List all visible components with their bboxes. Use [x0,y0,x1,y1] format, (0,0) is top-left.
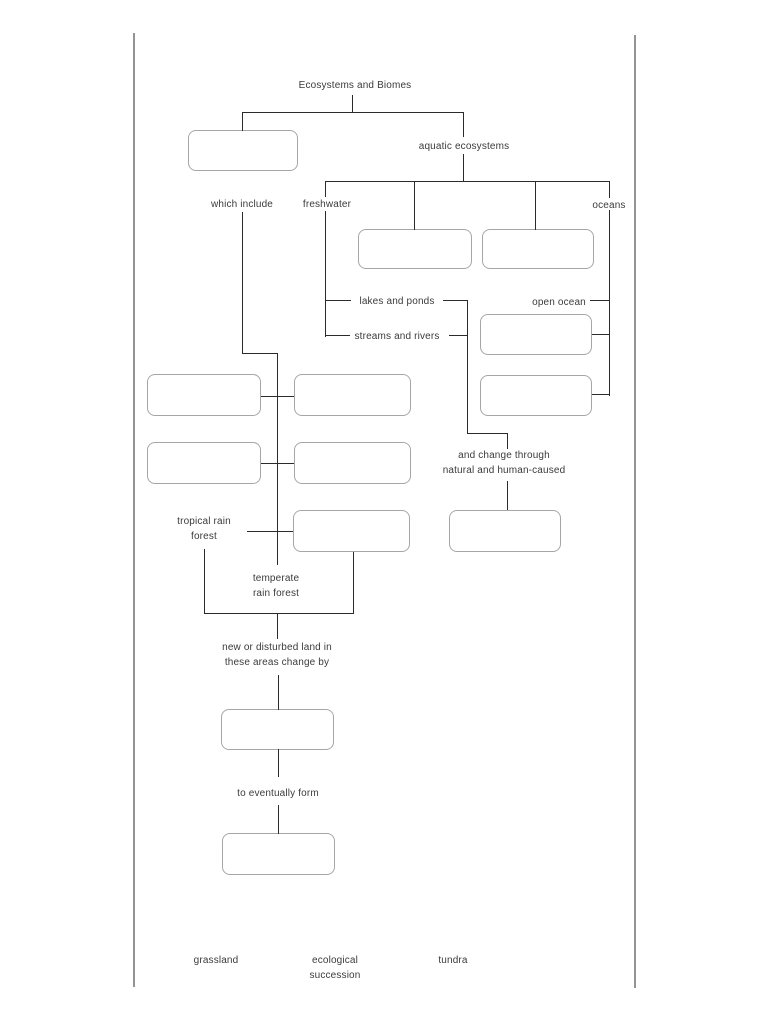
answer-box-1[interactable] [188,130,298,171]
node-tropical-rain-forest-line1: tropical rain [177,516,231,527]
edge-aquatic-branch [325,181,610,183]
node-streams-and-rivers: streams and rivers [354,331,440,342]
node-and-change-through: and change through natural and human-cau… [443,448,566,478]
edge-row3-connector [247,531,293,533]
edge-to-box2 [414,181,416,230]
edge-box12-to-label [278,749,280,777]
node-temperate-rain-forest: temperate rain forest [253,571,299,601]
node-lakes-and-ponds: lakes and ponds [359,296,435,307]
node-which-include: which include [211,199,273,210]
answer-box-13[interactable] [222,833,335,875]
node-temperate-rain-forest-line2: rain forest [252,588,300,599]
edge-title-stem [352,95,354,112]
edge-freshwater-stem [325,211,327,337]
edge-to-box4 [592,334,609,336]
edge-to-change-label [507,433,509,449]
edge-aquatic-stem [463,154,465,182]
answer-box-11[interactable] [449,510,561,552]
edge-streams-to-collector [449,335,468,337]
edge-row2-connector [261,463,294,465]
answer-box-2[interactable] [358,229,472,269]
edge-oceans-stem [609,210,611,396]
answer-box-10[interactable] [293,510,410,552]
edge-change-to-box11 [507,481,509,510]
edge-collector-elbow [467,433,508,435]
edge-to-oceans [609,181,611,198]
edge-collector-stem [467,300,469,434]
edge-lakes-to-collector [443,300,468,302]
node-tropical-rain-forest-line2: forest [191,531,217,542]
node-aquatic-ecosystems: aquatic ecosystems [418,141,510,152]
node-tropical-rain-forest: tropical rain forest [177,514,231,544]
edge-which-include-jog [242,353,278,355]
edge-to-streams-rivers [325,335,350,337]
edge-to-box1 [242,112,244,131]
node-title: Ecosystems and Biomes [298,80,412,91]
page-border-right [634,35,636,988]
node-and-change-through-line2: natural and human-caused [442,465,566,476]
edge-box10-down [353,552,355,614]
edge-top-branch [242,112,464,114]
edge-row1-connector [261,396,294,398]
edge-to-lakes-ponds [325,300,351,302]
answer-box-8[interactable] [147,442,261,484]
answer-box-4[interactable] [480,314,592,355]
edge-bracket [204,613,354,615]
answer-box-5[interactable] [480,375,592,416]
word-bank-ecological-succession-line1: ecological [312,955,358,966]
word-bank-ecological-succession-line2: succession [309,970,361,981]
page-border-left [133,33,135,987]
edge-which-include-stem [242,212,244,354]
node-temperate-rain-forest-line1: temperate [252,573,300,584]
edge-tropical-down [204,549,206,614]
edge-to-box12 [278,675,280,710]
answer-box-3[interactable] [482,229,594,269]
answer-box-7[interactable] [294,374,411,416]
answer-box-12[interactable] [221,709,334,750]
node-to-eventually-form: to eventually form [237,788,319,799]
node-new-or-disturbed-land-line2: these areas change by [224,657,330,668]
edge-land-spine [277,353,279,565]
node-open-ocean: open ocean [532,297,586,308]
edge-to-box5 [592,394,609,396]
word-bank-tundra[interactable]: tundra [438,955,468,966]
word-bank-ecological-succession[interactable]: ecological succession [310,953,361,983]
node-new-or-disturbed-land: new or disturbed land in these areas cha… [222,640,332,670]
node-freshwater: freshwater [302,199,352,210]
edge-to-box13 [278,805,280,834]
edge-to-open-ocean [590,300,609,302]
word-bank-grassland[interactable]: grassland [193,955,239,966]
answer-box-9[interactable] [294,442,411,484]
edge-to-box3 [535,181,537,230]
edge-bracket-stem [277,613,279,639]
edge-to-freshwater [325,181,327,197]
node-new-or-disturbed-land-line1: new or disturbed land in [222,642,332,653]
node-and-change-through-line1: and change through [458,450,550,461]
edge-to-aquatic [463,112,465,137]
node-oceans: oceans [592,200,626,211]
answer-box-6[interactable] [147,374,261,416]
